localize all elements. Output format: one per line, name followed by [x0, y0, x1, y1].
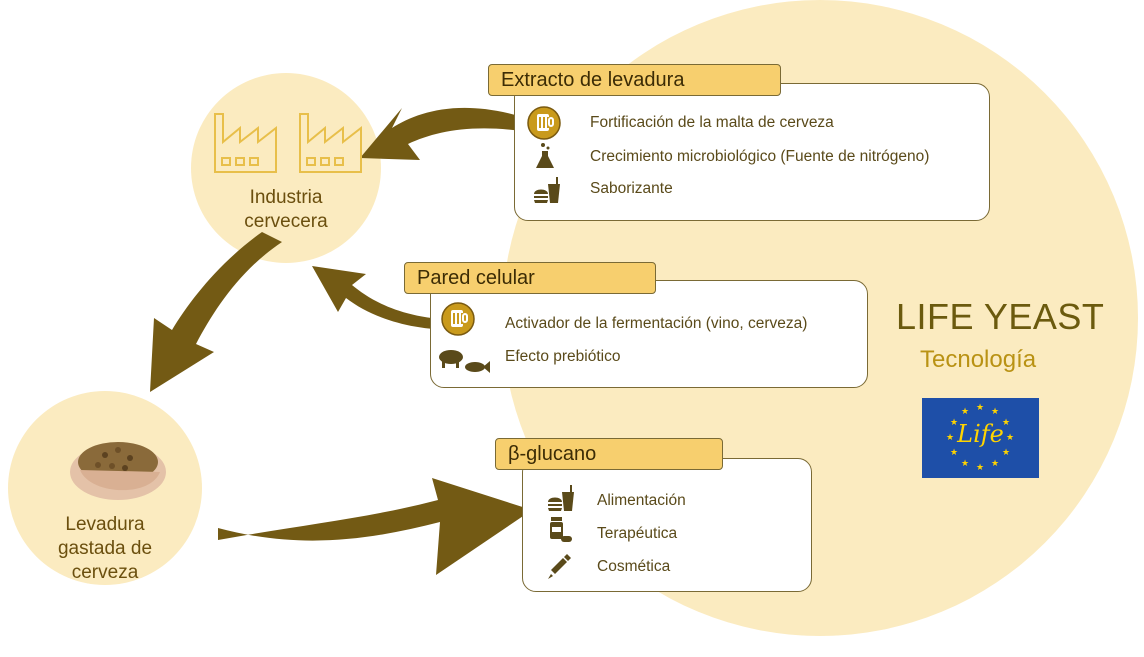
industria-circle — [191, 73, 381, 263]
arrow-pared-to-industria — [312, 266, 455, 330]
medicine-icon — [549, 516, 573, 544]
glucano-item-2: Terapéutica — [597, 525, 678, 542]
eu-star-icon: ★ — [950, 417, 959, 427]
eu-stars: ★★★★★★★★★★★★ — [922, 398, 1039, 478]
beer-tank-icon — [527, 106, 561, 140]
extracto-item-3: Saborizante — [590, 180, 673, 197]
pared-title: Pared celular — [404, 262, 656, 294]
eu-star-icon: ★ — [991, 406, 1000, 417]
food-drink-icon — [532, 176, 562, 204]
factory-icon — [214, 113, 277, 173]
eu-star-icon: ★ — [976, 402, 985, 412]
flask-icon — [534, 142, 556, 170]
eu-star-icon: ★ — [976, 462, 985, 472]
pig-fish-icon — [437, 347, 491, 375]
pared-item-1: Activador de la fermentación (vino, cerv… — [505, 315, 808, 332]
food-drink-icon — [546, 484, 576, 512]
levadura-label-line2: gastada de — [57, 538, 153, 559]
glucano-title: β-glucano — [495, 438, 723, 470]
eu-star-icon: ★ — [991, 457, 1000, 468]
beer-tank-icon — [441, 302, 475, 336]
glucano-item-3: Cosmética — [597, 558, 671, 575]
eu-star-icon: ★ — [1001, 417, 1011, 427]
extracto-item-1: Fortificación de la malta de cerveza — [590, 114, 834, 131]
eu-life-logo — [922, 398, 1039, 478]
eu-star-icon: ★ — [1001, 447, 1011, 457]
industria-label-line2: cervecera — [244, 211, 328, 232]
eu-star-icon: ★ — [961, 457, 970, 468]
dropper-icon — [547, 552, 573, 580]
arrow-extracto-to-industria — [360, 107, 545, 160]
eu-life-logo-text: Life — [957, 420, 1004, 448]
industria-label: Industria cervecera — [216, 186, 356, 234]
brand-subtitle: Tecnología — [920, 346, 1037, 373]
pared-box — [430, 280, 868, 388]
eu-star-icon: ★ — [961, 406, 970, 417]
levadura-label-line3: cerveza — [71, 562, 139, 583]
glucano-box — [522, 458, 812, 592]
levadura-label-line1: Levadura — [65, 514, 145, 535]
eu-star-icon: ★ — [1006, 432, 1015, 442]
glucano-item-1: Alimentación — [597, 492, 686, 509]
factory-icon — [299, 113, 362, 173]
arrow-levadura-to-glucano — [218, 478, 532, 575]
grain-hands-image — [70, 442, 166, 500]
extracto-box — [514, 83, 990, 221]
levadura-label: Levadura gastada de cerveza — [40, 513, 170, 585]
extracto-item-2: Crecimiento microbiológico (Fuente de ni… — [590, 148, 930, 165]
industria-label-line1: Industria — [249, 187, 323, 208]
brand-title: LIFE YEAST — [896, 296, 1105, 337]
eu-star-icon: ★ — [950, 447, 959, 457]
eu-star-icon: ★ — [946, 432, 955, 442]
arrow-industria-to-levadura — [150, 232, 282, 392]
pared-item-2: Efecto prebiótico — [505, 348, 621, 365]
extracto-title: Extracto de levadura — [488, 64, 781, 96]
